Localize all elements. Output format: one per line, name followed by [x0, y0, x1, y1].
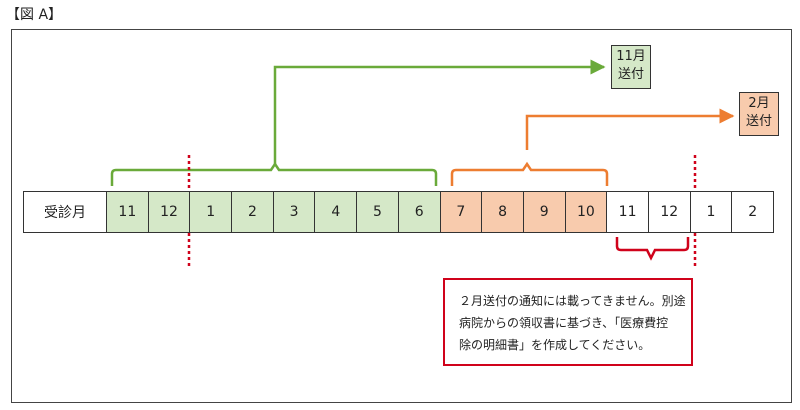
month-cell: 8: [481, 191, 524, 233]
month-cell: 3: [272, 191, 316, 233]
note-line-1: ２月送付の通知には載ってきません。別途: [459, 294, 686, 308]
note-line-2: 病院からの領収書に基づき、「医療費控: [459, 316, 669, 330]
diagram-frame: [11, 29, 792, 403]
february-dispatch-line1: 2月: [748, 96, 770, 111]
month-cell: 5: [356, 191, 399, 233]
month-row: 受診月 11 12 1 2 3 4 5 6 7 8 9 10 11 12 1 2: [23, 191, 774, 233]
month-cell: 12: [147, 191, 191, 233]
orange-arrow: [525, 108, 735, 150]
month-cell: 2: [731, 191, 774, 233]
month-cell: 11: [606, 191, 649, 233]
note-line-3: 除の明細書」を作成してください。: [459, 338, 651, 352]
row-label: 受診月: [23, 191, 107, 233]
orange-bracket: [450, 161, 609, 186]
month-cell: 4: [314, 191, 358, 233]
red-brace: [615, 237, 690, 261]
month-cell: 6: [397, 191, 441, 233]
month-cell: 1: [189, 191, 233, 233]
month-cell: 11: [106, 191, 149, 233]
month-cell: 2: [231, 191, 274, 233]
february-dispatch-box: 2月 送付: [739, 92, 779, 136]
november-dispatch-box: 11月 送付: [611, 45, 651, 89]
month-cell: 12: [647, 191, 691, 233]
month-cell: 10: [564, 191, 608, 233]
february-dispatch-line2: 送付: [745, 114, 772, 129]
month-cell: 7: [439, 191, 483, 233]
green-arrow: [273, 59, 606, 164]
note-box: ２月送付の通知には載ってきません。別途 病院からの領収書に基づき、「医療費控 除…: [443, 278, 693, 366]
month-cell: 1: [689, 191, 733, 233]
november-dispatch-line1: 11月: [616, 49, 646, 64]
green-bracket: [110, 161, 438, 186]
month-cell: 9: [522, 191, 566, 233]
november-dispatch-line2: 送付: [617, 67, 644, 82]
figure-label: 【図 A】: [6, 7, 63, 23]
